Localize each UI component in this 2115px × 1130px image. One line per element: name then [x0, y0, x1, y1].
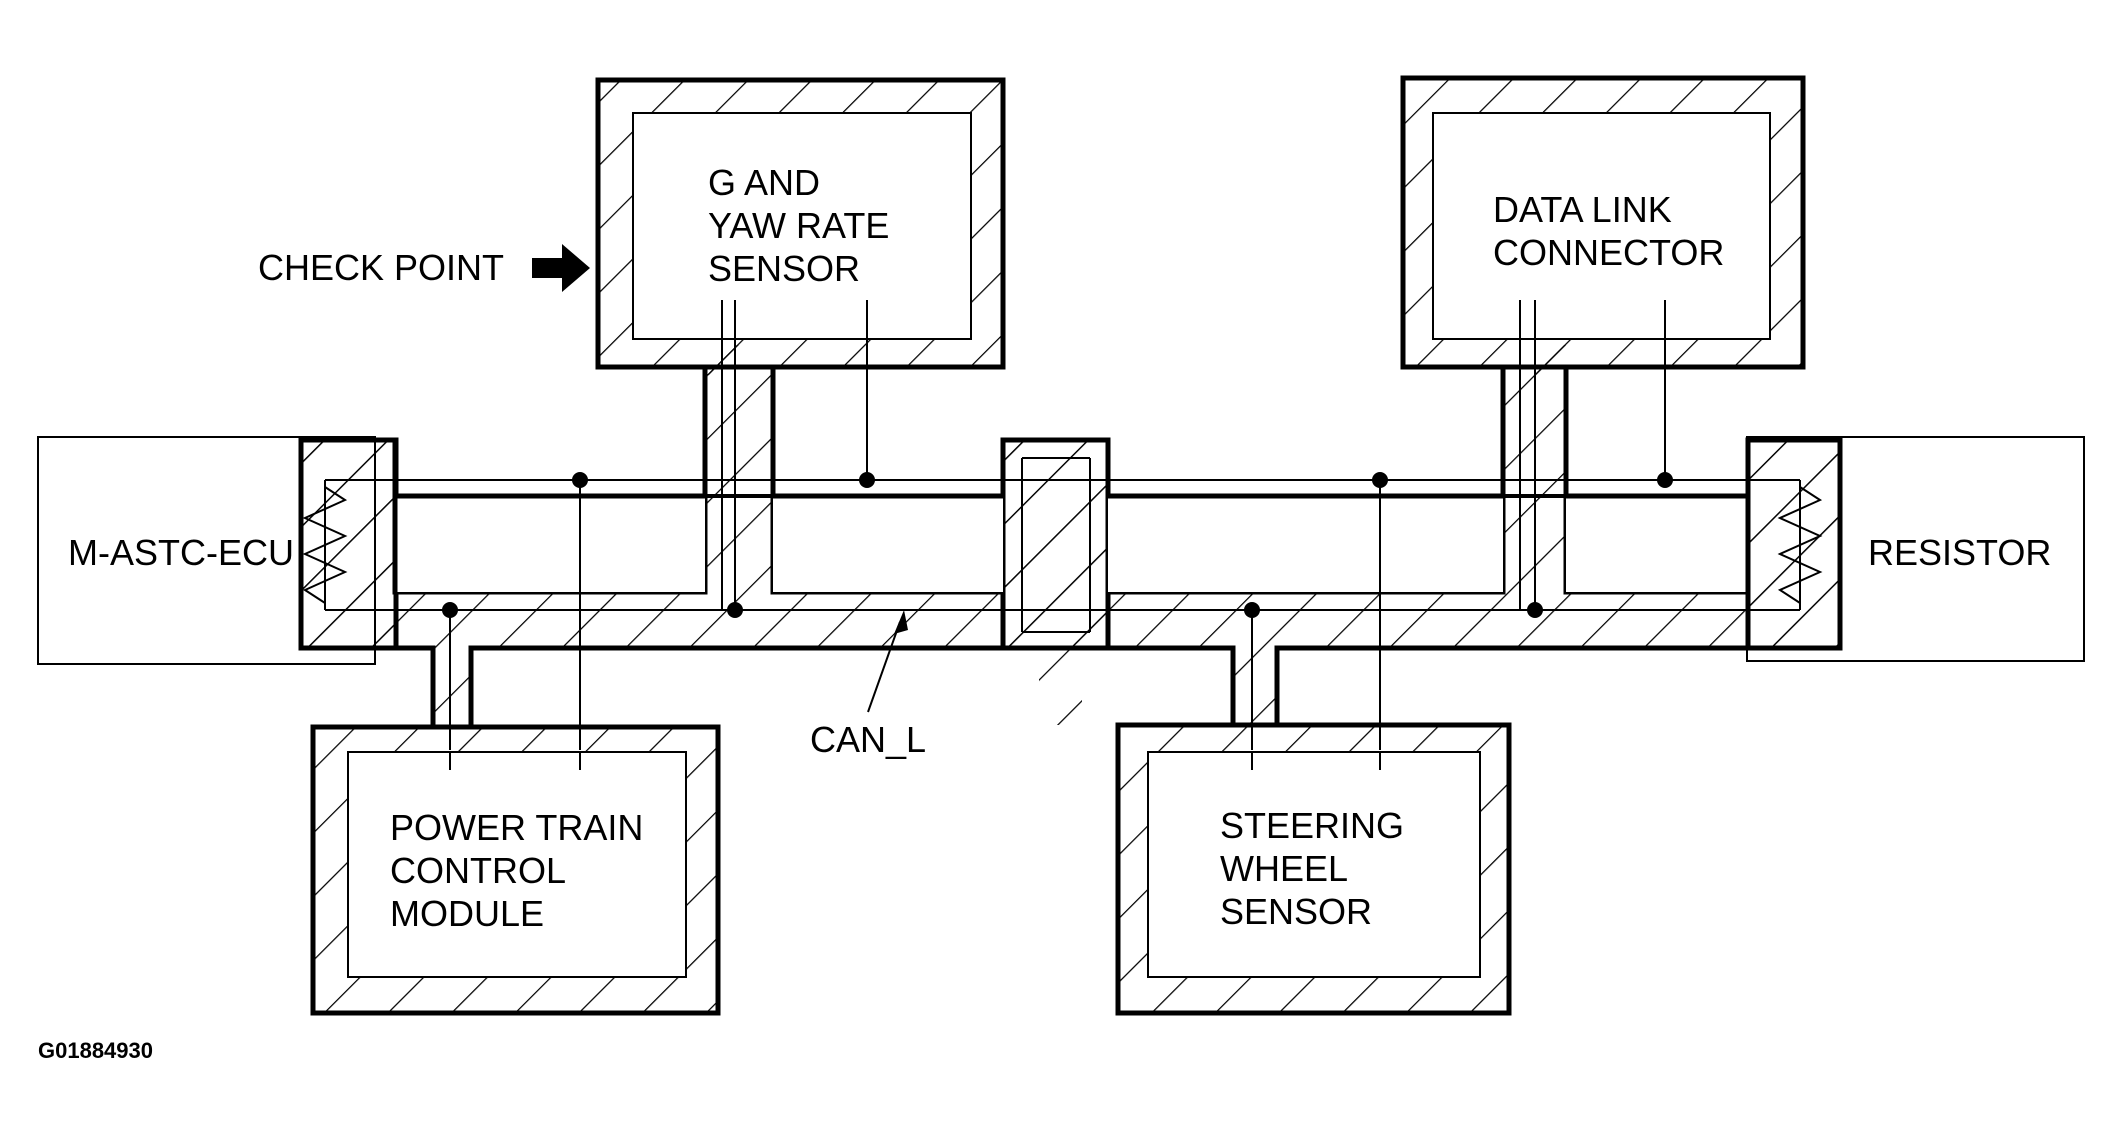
junction-dots: [442, 472, 1673, 618]
check-point-arrow: [532, 244, 590, 292]
power-train-label-2: CONTROL: [390, 850, 566, 891]
ecu-box: [37, 436, 376, 665]
inner-channels: [395, 496, 1748, 592]
center-connector: [1000, 437, 1111, 651]
data-link-connector-label-1: DATA LINK: [1493, 189, 1672, 230]
check-point-label: CHECK POINT: [258, 247, 504, 288]
power-train-label-1: POWER TRAIN: [390, 807, 643, 848]
steering-sensor-label-2: WHEEL: [1220, 848, 1348, 889]
g-yaw-sensor-label-3: SENSOR: [708, 248, 860, 289]
resistor-hatch: [1745, 437, 1843, 651]
data-link-connector-label-2: CONNECTOR: [1493, 232, 1724, 273]
can-l-label: CAN_L: [810, 719, 926, 760]
g-yaw-sensor-label-2: YAW RATE: [708, 205, 889, 246]
ecu-label: M-ASTC-ECU: [68, 532, 294, 573]
g-yaw-sensor-label-1: G AND: [708, 162, 820, 203]
can-wires: [324, 340, 1801, 750]
g-yaw-sensor-inner: [632, 112, 972, 340]
ecu-hatch: [298, 437, 399, 651]
power-train-inner: [347, 751, 687, 978]
figure-id: G01884930: [38, 1038, 153, 1063]
can-l-pointer: [867, 610, 908, 713]
steering-sensor-label-1: STEERING: [1220, 805, 1404, 846]
data-link-connector-inner: [1432, 112, 1771, 340]
resistor-box: [1746, 436, 2085, 662]
terminator-resistor-symbol: [1777, 486, 1823, 604]
power-train-label-3: MODULE: [390, 893, 544, 934]
resistor-label: RESISTOR: [1868, 532, 2051, 573]
ecu-resistor-symbol: [302, 486, 348, 604]
steering-sensor-inner: [1147, 751, 1481, 978]
steering-sensor-label-3: SENSOR: [1220, 891, 1372, 932]
